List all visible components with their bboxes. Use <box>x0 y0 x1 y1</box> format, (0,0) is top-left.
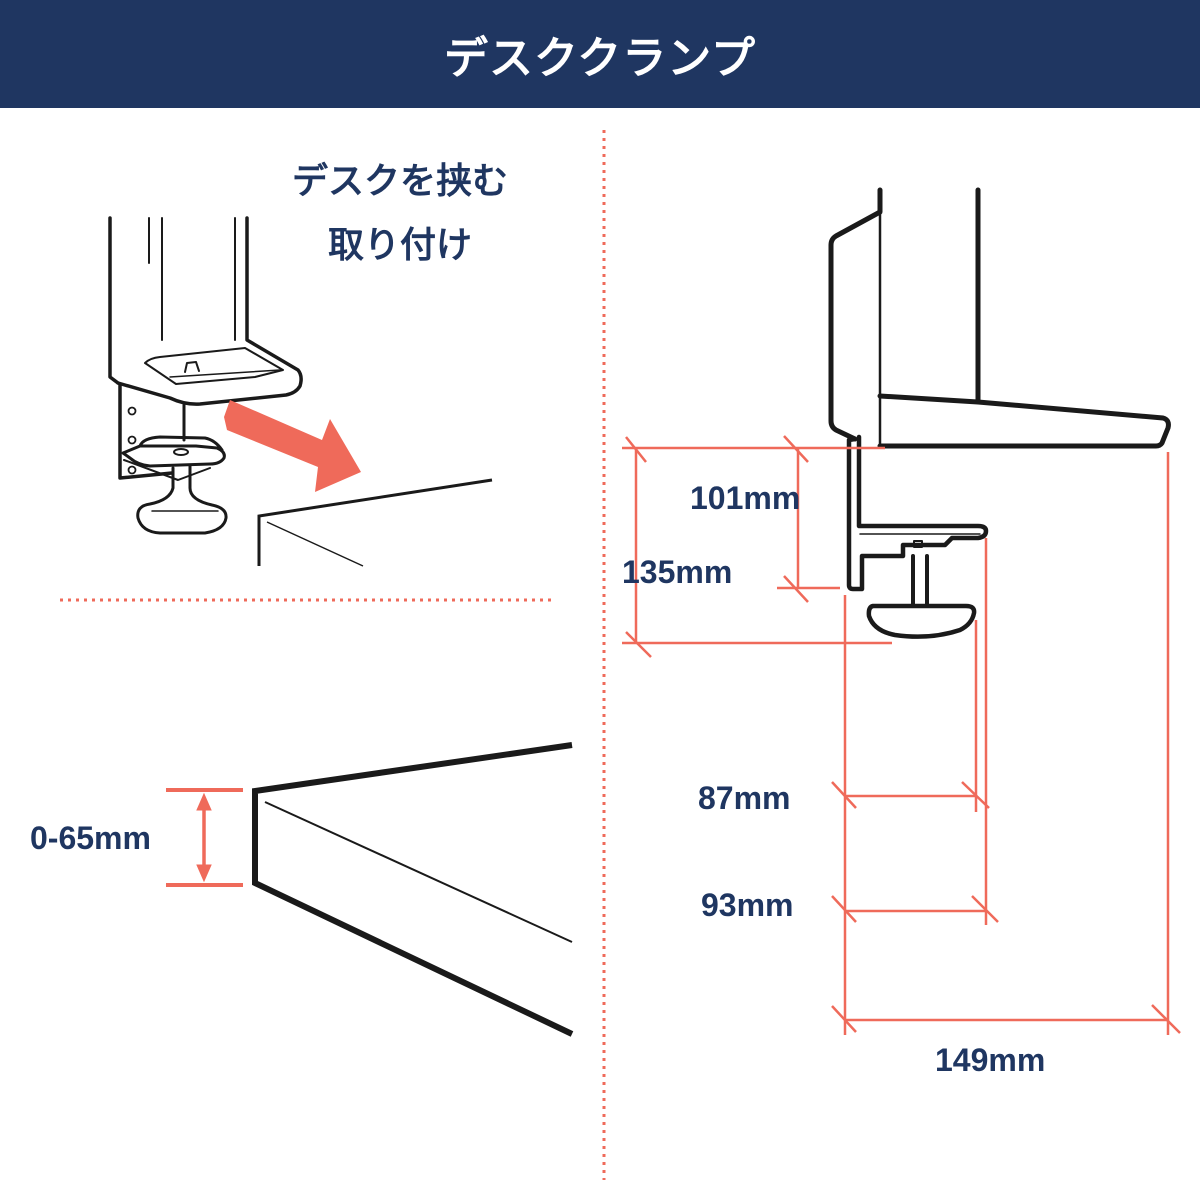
header-bar: デスククランプ <box>0 0 1200 108</box>
dimension-87-label: 87mm <box>698 780 791 816</box>
desk-corner-small <box>257 478 493 567</box>
desk-thickness-illustration <box>252 742 574 1037</box>
mounting-subtitle: デスクを挟む 取り付け <box>240 150 560 278</box>
dimension-149-label: 149mm <box>935 1042 1046 1078</box>
subtitle-line-1: デスクを挟む <box>291 161 508 202</box>
clamp-illustration <box>108 216 303 535</box>
dimension-93-label: 93mm <box>701 887 794 923</box>
page-title: デスククランプ <box>444 33 756 84</box>
clamp-side-view <box>828 187 1171 639</box>
desk-thickness-dimension <box>166 788 243 887</box>
dimension-135-label: 135mm <box>622 554 733 590</box>
dimension-101-label: 101mm <box>690 480 801 516</box>
subtitle-line-2: 取り付け <box>327 225 472 266</box>
desk-thickness-label: 0-65mm <box>30 820 151 856</box>
arrow-down-right-icon <box>224 400 361 492</box>
dimension-lines <box>622 435 1181 1035</box>
